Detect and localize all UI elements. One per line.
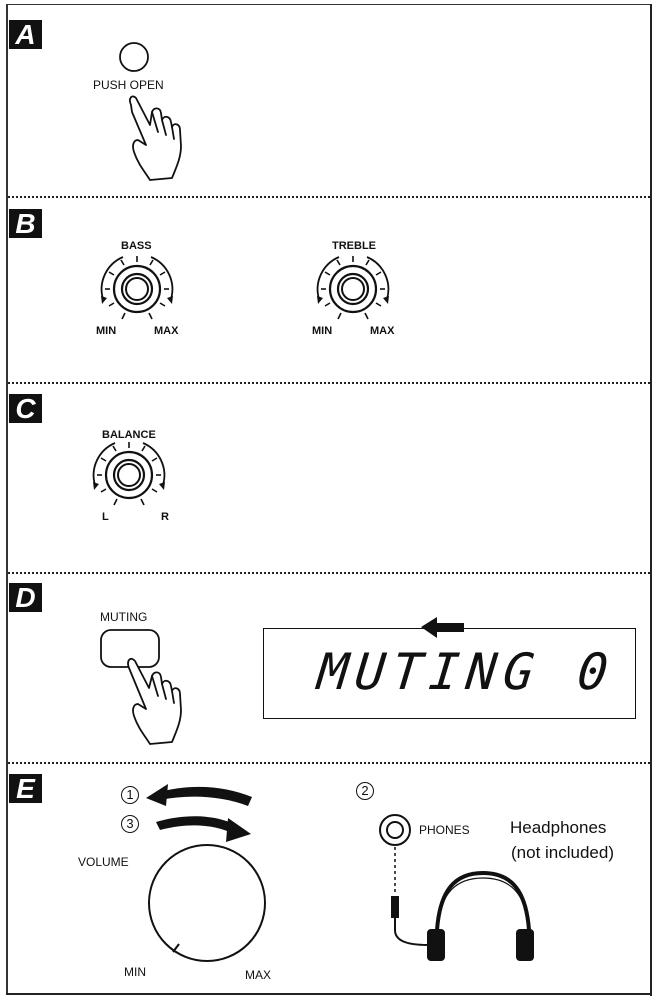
- section-divider-cd: [8, 572, 650, 574]
- section-c-badge: C: [9, 394, 42, 423]
- volume-max-label: MAX: [245, 968, 272, 982]
- turn-up-arrow-icon: [156, 816, 251, 842]
- volume-knob-icon: [148, 844, 266, 962]
- volume-min-label: MIN: [124, 965, 146, 979]
- push-open-label: PUSH OPEN: [93, 78, 164, 92]
- display-panel: MUTING 0: [263, 628, 636, 719]
- section-divider-de: [8, 762, 650, 764]
- treble-label: TREBLE: [332, 240, 376, 252]
- push-open-button-icon: [119, 42, 149, 72]
- step-2-marker: 2: [356, 782, 374, 800]
- section-a-badge: A: [9, 20, 42, 49]
- treble-min-label: MIN: [312, 325, 333, 337]
- phones-jack-icon: [379, 814, 411, 846]
- not-included-label: (not included): [511, 843, 615, 862]
- frame-top-border: [6, 4, 652, 5]
- phones-label: PHONES: [419, 823, 470, 837]
- frame-right-border: [650, 4, 652, 996]
- section-b-badge: B: [9, 209, 42, 238]
- bass-max-label: MAX: [154, 325, 179, 337]
- treble-max-label: MAX: [370, 325, 395, 337]
- display-readout: MUTING 0: [314, 643, 618, 701]
- section-e-badge: E: [9, 774, 42, 803]
- section-divider-bc: [8, 382, 650, 384]
- treble-knob-icon: [315, 254, 391, 321]
- balance-label: BALANCE: [102, 429, 156, 441]
- frame-bottom-border: [6, 993, 652, 995]
- headphone-plug: [391, 896, 399, 918]
- bass-label: BASS: [121, 240, 152, 252]
- volume-label: VOLUME: [78, 855, 129, 869]
- muting-label: MUTING: [100, 610, 148, 624]
- balance-left-label: L: [102, 511, 109, 523]
- section-d-badge: D: [9, 583, 42, 612]
- scroll-left-arrow-icon: [421, 617, 464, 638]
- bass-knob-icon: [99, 254, 175, 321]
- bass-min-label: MIN: [96, 325, 117, 337]
- headphones-icon: [391, 870, 534, 961]
- section-divider-ab: [8, 196, 650, 198]
- turn-down-arrow-icon: [146, 784, 252, 806]
- step-3-marker: 3: [121, 815, 139, 833]
- frame-left-border: [6, 4, 8, 994]
- pointing-hand-icon: [129, 95, 182, 181]
- pressing-hand-icon: [127, 657, 182, 745]
- balance-right-label: R: [161, 511, 169, 523]
- balance-knob-icon: [91, 440, 167, 507]
- step-1-marker: 1: [121, 786, 139, 804]
- headphones-label: Headphones: [510, 818, 607, 837]
